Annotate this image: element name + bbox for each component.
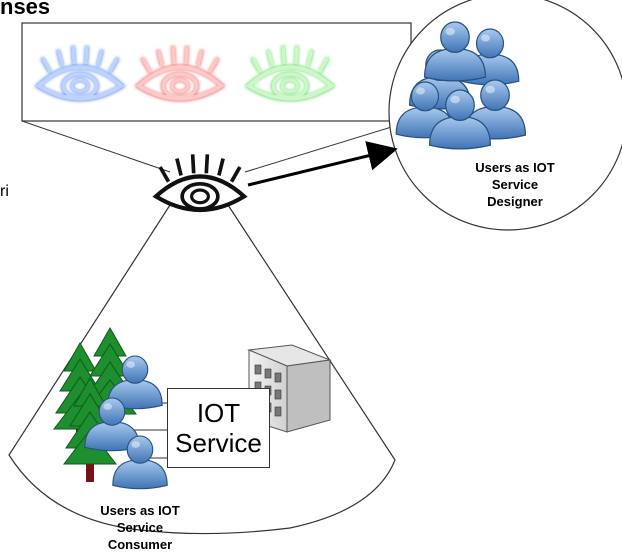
eye-view-box bbox=[21, 22, 412, 122]
heading-fragment: nses bbox=[0, 0, 51, 19]
consumer-label-line: Service bbox=[116, 520, 164, 535]
consumer-label: Users as IOT Service Consumer bbox=[80, 502, 200, 553]
designer-label-line: Users as IOT bbox=[475, 160, 555, 175]
view-line-left bbox=[21, 120, 171, 173]
designer-label-line: Designer bbox=[487, 194, 543, 209]
side-text-fragment: ri bbox=[0, 183, 9, 200]
consumer-label-line: Users as IOT bbox=[100, 503, 180, 518]
service-box-line-2: Service bbox=[175, 428, 262, 458]
iot-service-box: IOT Service bbox=[167, 388, 270, 468]
main-eye-icon bbox=[156, 154, 244, 210]
designer-label-line: Service bbox=[491, 177, 539, 192]
consumer-label-line: Consumer bbox=[107, 537, 173, 552]
view-line-right bbox=[244, 120, 412, 173]
arrow-icon bbox=[247, 141, 398, 187]
designer-label: Users as IOT Service Designer bbox=[450, 159, 580, 210]
service-box-line-1: IOT bbox=[196, 398, 241, 428]
